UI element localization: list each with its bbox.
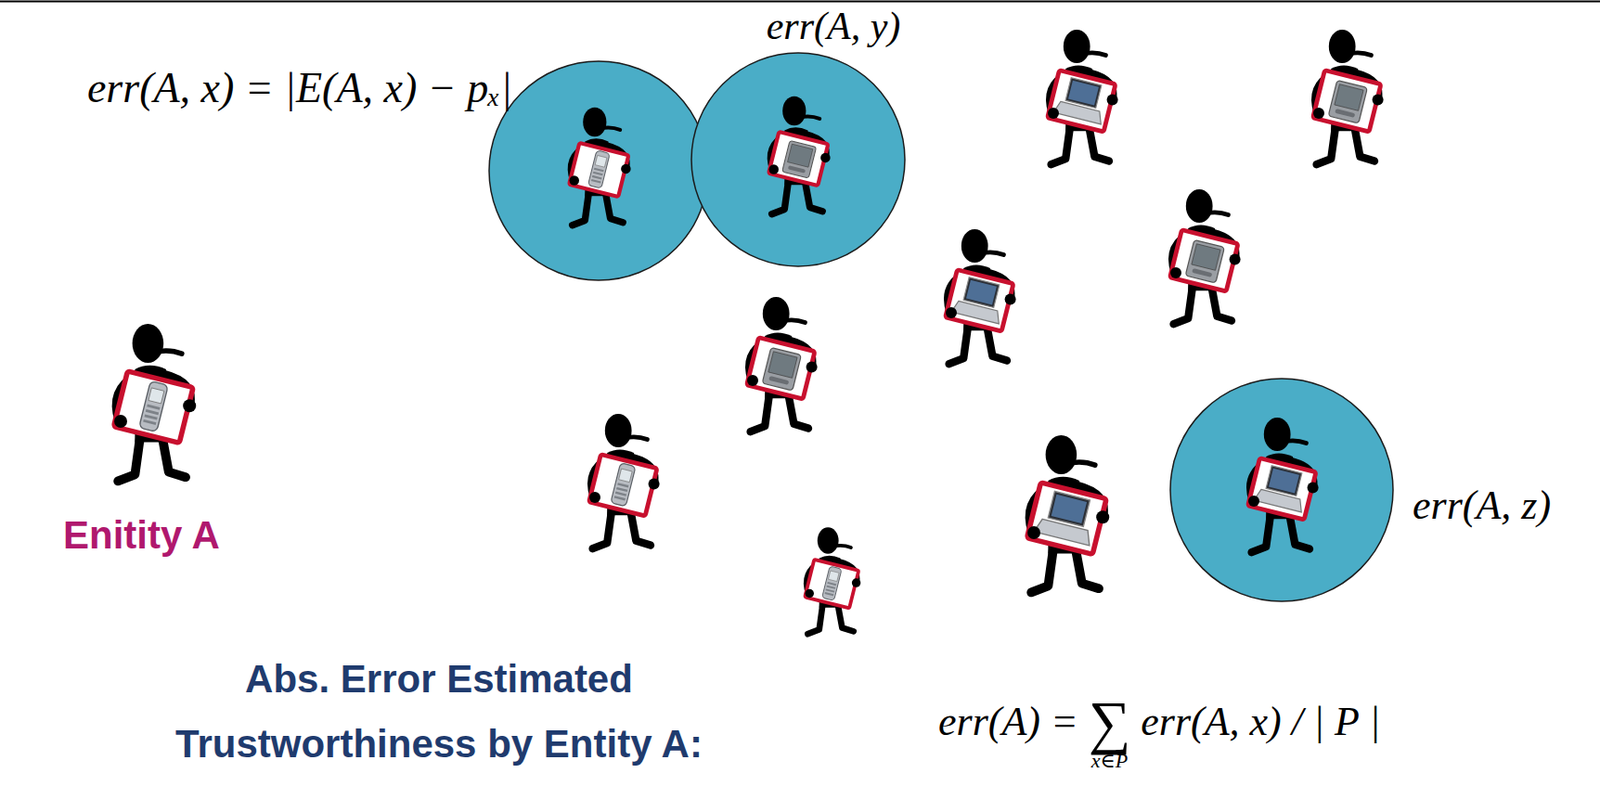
formula-label: err(A, x) = |E(A, x) − pₓ| (87, 64, 513, 114)
circle-shape (489, 61, 709, 281)
caption-text: Abs. Error Estimated Trustworthiness by … (132, 646, 746, 777)
person-figure (1313, 29, 1384, 165)
person-figure (568, 107, 631, 226)
person-figure (804, 527, 861, 634)
formula: err(A) = ∑ err(A, x) / | P | (938, 692, 1381, 753)
person-figure (1027, 435, 1110, 593)
entity-name: Enitity A (63, 513, 220, 558)
person-figure (114, 323, 197, 481)
formula-label: err(A, z) (1412, 482, 1551, 530)
person-figure (1248, 417, 1319, 553)
formula-subscript: x∈P (1091, 749, 1129, 773)
circle-outline (488, 60, 710, 282)
formula-label: err(A, y) (766, 3, 902, 49)
circle-shape (1170, 378, 1394, 602)
person-figure (1170, 189, 1241, 324)
circle-outline (1169, 377, 1394, 603)
frame-line (0, 0, 1600, 3)
person-figure (945, 229, 1017, 364)
person-figure (589, 413, 660, 549)
person-figure (747, 296, 818, 432)
circle-outline (690, 51, 906, 268)
sum-sign: ∑ (1088, 689, 1132, 756)
person-figure (1047, 29, 1119, 165)
circle-shape (691, 52, 905, 267)
person-figure (768, 96, 830, 215)
circle-node: err(A, z) (1169, 377, 1394, 603)
circle-node: err(A, y) (690, 51, 906, 268)
circle-node: err(A, x) = |E(A, x) − pₓ| (488, 60, 710, 282)
